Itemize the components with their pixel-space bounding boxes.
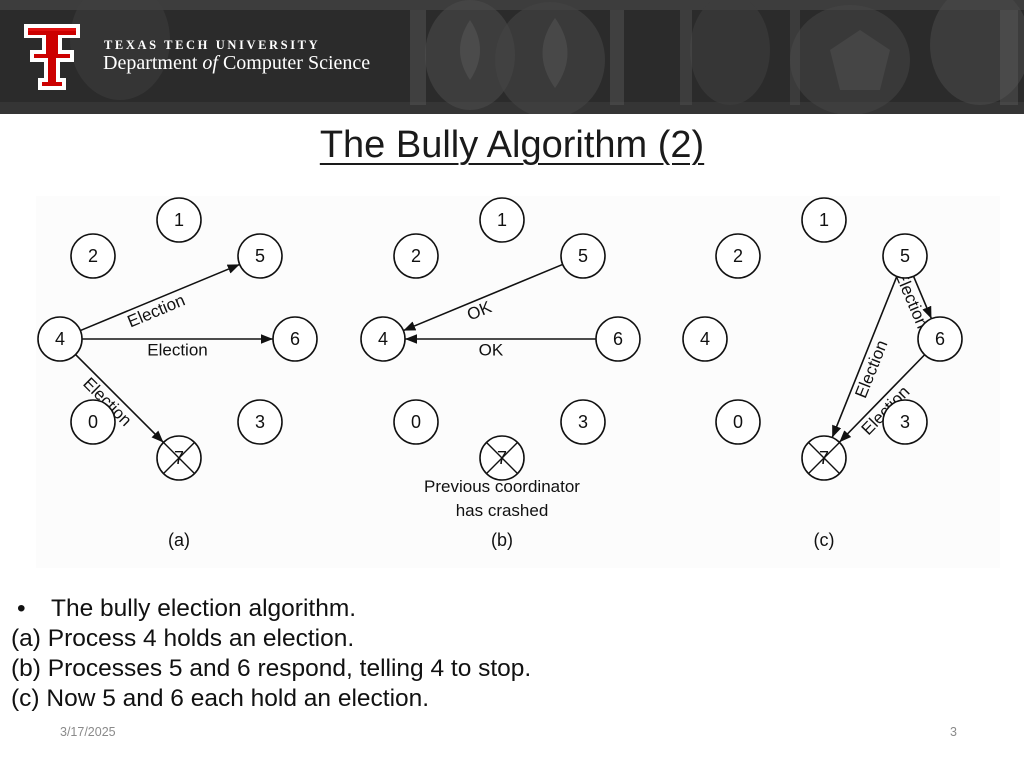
process-node-label: 0 [733, 412, 743, 432]
arrow-label: Election [851, 338, 891, 401]
message-arrow [403, 263, 563, 332]
process-node-label: 4 [378, 329, 388, 349]
process-node [272, 316, 318, 362]
process-node-label: 2 [88, 246, 98, 266]
process-node-label: 1 [174, 210, 184, 230]
process-node-label: 1 [819, 210, 829, 230]
dept-prefix: Department [103, 52, 203, 74]
process-node-label: 1 [497, 210, 507, 230]
process-node-label: 0 [88, 412, 98, 432]
panel-caption: (a) [168, 530, 190, 550]
crash-note-line-2: has crashed [456, 501, 549, 520]
process-node-label: 2 [411, 246, 421, 266]
process-node-label: 2 [733, 246, 743, 266]
process-node [70, 399, 116, 445]
message-arrow [74, 353, 165, 444]
arrow-label: Election [125, 291, 188, 332]
crashed-cross-mark [162, 441, 196, 475]
bullet-item: • The bully election algorithm. [11, 594, 911, 624]
message-arrow [831, 276, 898, 438]
page-number: 3 [950, 725, 957, 739]
note-line-a: (a) Process 4 holds an election. [11, 625, 355, 652]
arrow-label: Election [147, 340, 207, 359]
message-arrow [838, 354, 926, 443]
process-node-label: 7 [819, 448, 829, 468]
process-node [595, 316, 641, 362]
process-node-label: 0 [411, 412, 421, 432]
process-node [237, 233, 283, 279]
crashed-cross-mark [485, 441, 519, 475]
process-node-label: 3 [255, 412, 265, 432]
bullet-dot: • [17, 595, 26, 622]
dept-of: of [202, 52, 218, 74]
note-line-c: (c) Now 5 and 6 each hold an election. [11, 685, 430, 712]
header-banner: TEXAS TECH UNIVERSITY Department of Comp… [0, 0, 1024, 114]
message-arrow [912, 275, 933, 320]
process-node [156, 197, 202, 243]
message-arrow [80, 263, 240, 332]
process-node [560, 399, 606, 445]
panel-caption: (c) [814, 530, 835, 550]
process-node [917, 316, 963, 362]
process-node [715, 233, 761, 279]
banner-stone-texture [0, 0, 1024, 114]
process-node [237, 399, 283, 445]
process-node [393, 233, 439, 279]
university-name: TEXAS TECH UNIVERSITY [104, 38, 321, 52]
process-node-label: 5 [900, 246, 910, 266]
slide-date: 3/17/2025 [60, 725, 116, 739]
slide-notes: • The bully election algorithm. (a) Proce… [11, 594, 911, 714]
panel-caption: (b) [491, 530, 513, 550]
process-node [882, 233, 928, 279]
process-node [682, 316, 728, 362]
process-node [479, 197, 525, 243]
process-node-label: 6 [935, 329, 945, 349]
process-node [37, 316, 83, 362]
process-node-label: 5 [255, 246, 265, 266]
process-node-label: 3 [578, 412, 588, 432]
crashed-cross-mark [807, 441, 841, 475]
bullet-text: The bully election algorithm. [51, 595, 357, 622]
process-node-label: 3 [900, 412, 910, 432]
process-node [560, 233, 606, 279]
process-node-label: 6 [290, 329, 300, 349]
dept-suffix: Computer Science [217, 52, 371, 74]
process-node [70, 233, 116, 279]
process-node-label: 4 [700, 329, 710, 349]
process-node [882, 399, 928, 445]
process-node-label: 7 [497, 448, 507, 468]
process-node-label: 7 [174, 448, 184, 468]
process-node-label: 4 [55, 329, 65, 349]
note-line-b: (b) Processes 5 and 6 respond, telling 4… [11, 655, 532, 682]
process-node-label: 5 [578, 246, 588, 266]
process-node [360, 316, 406, 362]
process-node [393, 399, 439, 445]
process-node [715, 399, 761, 445]
double-t-logo [24, 24, 80, 90]
process-node [801, 197, 847, 243]
arrow-label: OK [479, 340, 504, 359]
crash-note-line-1: Previous coordinator [424, 477, 580, 496]
slide-title: The Bully Algorithm (2) [319, 124, 705, 166]
process-node-label: 6 [613, 329, 623, 349]
arrow-label: OK [464, 297, 495, 324]
department-name: Department of Computer Science [103, 52, 370, 75]
